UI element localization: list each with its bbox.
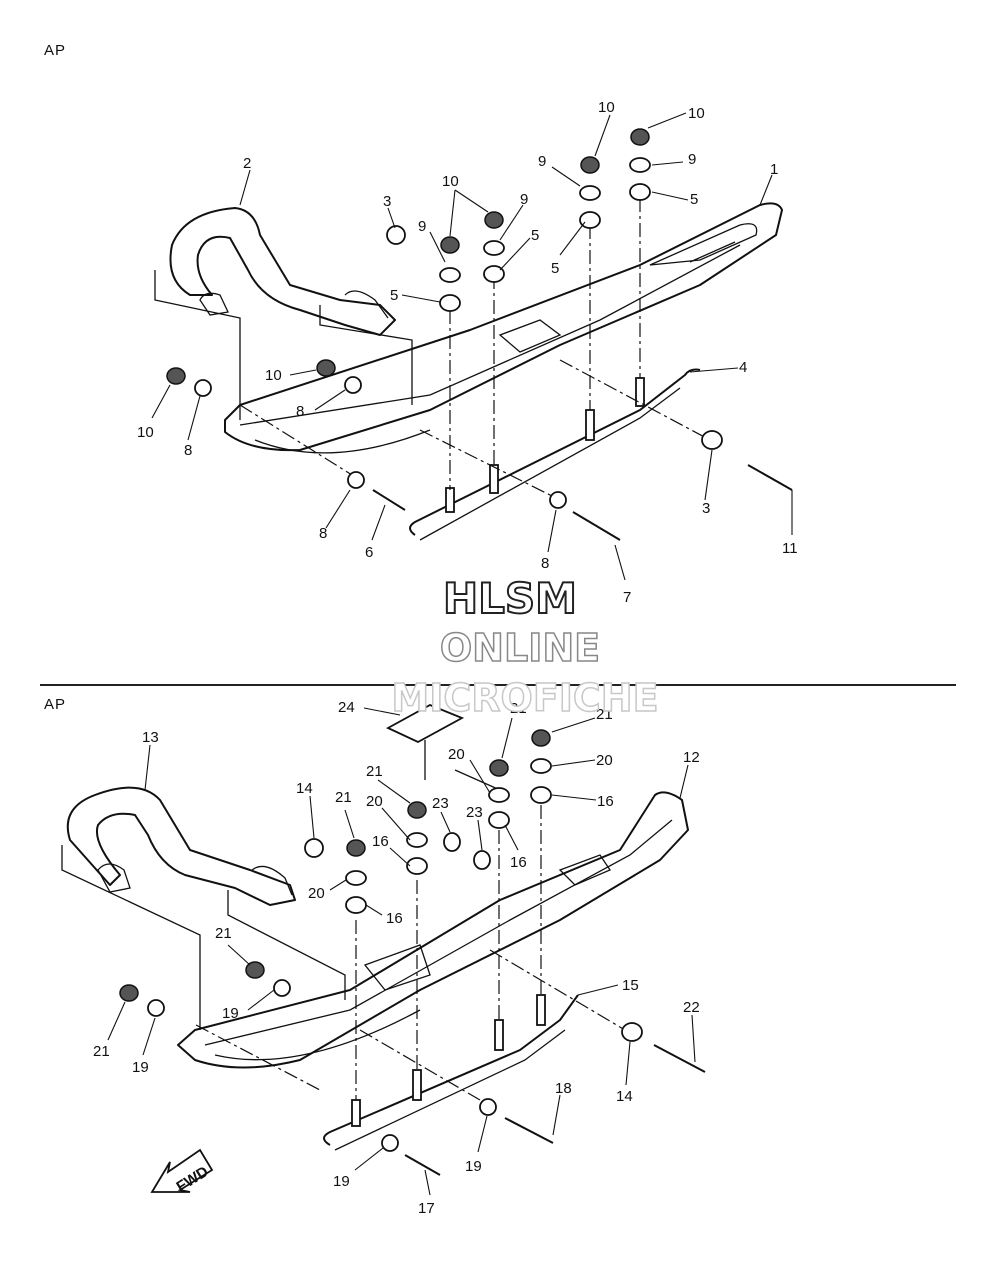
ski-handle-bottom: [66, 786, 296, 906]
callout-7: 7: [623, 589, 631, 606]
callout-21: 21: [335, 789, 352, 806]
ski-body-bottom: [177, 791, 689, 1069]
fwd-arrow: FWD: [150, 1148, 214, 1196]
leader-lines-bottom: [107, 707, 696, 1196]
callout-16: 16: [372, 833, 389, 850]
ski-handle-top: [169, 207, 396, 336]
callout-10: 10: [265, 367, 282, 384]
callout-23: 23: [466, 804, 483, 821]
callout-16: 16: [597, 793, 614, 810]
callout-18: 18: [555, 1080, 572, 1097]
callout-19: 19: [465, 1158, 482, 1175]
callout-19: 19: [222, 1005, 239, 1022]
callout-8: 8: [184, 442, 192, 459]
ski-runner-bottom: [323, 994, 579, 1146]
stud-group-bottom: [351, 994, 546, 1127]
callout-1: 1: [770, 161, 778, 178]
callout-numbers-top: 1 2 3 3 4 5 5 5 5 6 7 8 8 8 8 9 9 9 9 10: [137, 99, 798, 606]
ski-assembly-top: 1 2 3 3 4 5 5 5 5 6 7 8 8 8 8 9 9 9 9 10: [137, 99, 798, 606]
callout-5: 5: [690, 191, 698, 208]
callout-10: 10: [137, 424, 154, 441]
hardware-bottom: [119, 729, 706, 1176]
leader-lines-top: [151, 112, 793, 581]
callout-23: 23: [432, 795, 449, 812]
section-label-bottom: AP: [44, 696, 67, 713]
callout-20: 20: [448, 746, 465, 763]
callout-8: 8: [319, 525, 327, 542]
ski-assembly-bottom: FWD: [61, 699, 706, 1217]
callout-21: 21: [596, 706, 613, 723]
callout-13: 13: [142, 729, 159, 746]
callout-2: 2: [243, 155, 251, 172]
callout-10: 10: [442, 173, 459, 190]
callout-11: 11: [782, 540, 798, 557]
callout-10: 10: [598, 99, 615, 116]
callout-16: 16: [510, 854, 527, 871]
callout-9: 9: [520, 191, 528, 208]
callout-9: 9: [418, 218, 426, 235]
callout-10: 10: [688, 105, 705, 122]
watermark-line-3: MICROFICHE: [391, 675, 660, 721]
callout-22: 22: [683, 999, 700, 1016]
callout-24: 24: [338, 699, 355, 716]
callout-21: 21: [510, 700, 527, 717]
callout-21: 21: [93, 1043, 110, 1060]
ski-runner-top: [409, 368, 701, 536]
callout-17: 17: [418, 1200, 435, 1217]
callout-numbers-bottom: 12 13 14 14 15 16 16 16 16 17 18 19 19 1…: [93, 699, 700, 1217]
callout-14: 14: [296, 780, 313, 797]
callout-20: 20: [308, 885, 325, 902]
callout-20: 20: [366, 793, 383, 810]
section-label-top: AP: [44, 42, 67, 59]
callout-8: 8: [541, 555, 549, 572]
callout-5: 5: [390, 287, 398, 304]
section-divider: [40, 684, 956, 686]
callout-19: 19: [132, 1059, 149, 1076]
callout-5: 5: [551, 260, 559, 277]
ski-body-top: [224, 202, 783, 452]
callout-12: 12: [683, 749, 700, 766]
callout-9: 9: [688, 151, 696, 168]
callout-4: 4: [739, 359, 747, 376]
callout-3: 3: [702, 500, 710, 517]
callout-5: 5: [531, 227, 539, 244]
plate-24: [386, 704, 465, 744]
callout-21: 21: [366, 763, 383, 780]
watermark-line-2: ONLINE: [439, 625, 601, 671]
callout-21: 21: [215, 925, 232, 942]
callout-14: 14: [616, 1088, 633, 1105]
callout-9: 9: [538, 153, 546, 170]
callout-19: 19: [333, 1173, 350, 1190]
hardware-top: [166, 128, 793, 541]
callout-15: 15: [622, 977, 639, 994]
callout-6: 6: [365, 544, 373, 561]
callout-20: 20: [596, 752, 613, 769]
callout-3: 3: [383, 193, 391, 210]
callout-8: 8: [296, 403, 304, 420]
watermark-line-1: HLSM: [442, 573, 578, 624]
callout-16: 16: [386, 910, 403, 927]
